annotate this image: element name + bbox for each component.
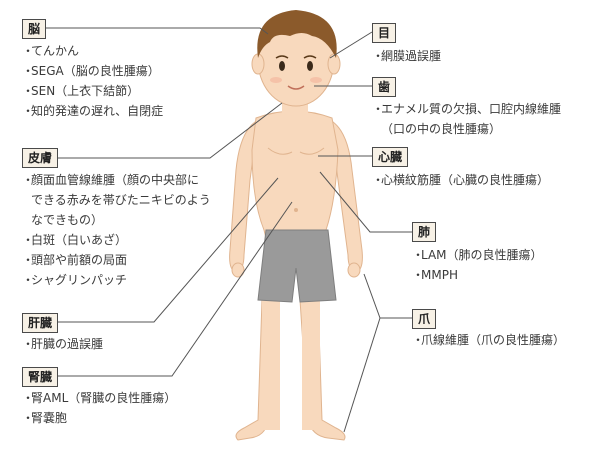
- list-item: ・腎嚢胞: [22, 411, 68, 425]
- eye-label: 目: [372, 23, 397, 43]
- kidney-label: 腎臓: [22, 367, 59, 387]
- torso: [251, 110, 339, 239]
- liver-label: 肝臓: [22, 313, 59, 333]
- list-item: ・LAM（肺の良性腫瘍）: [412, 248, 543, 262]
- brain-label: 脳: [22, 19, 47, 39]
- list-item-continuation: （口の中の良性腫瘍）: [381, 122, 502, 136]
- kidney-list: ・腎AML（腎臓の良性腫瘍） ・腎嚢胞: [22, 388, 176, 428]
- list-item: ・爪線維腫（爪の良性腫瘍）: [412, 333, 566, 347]
- list-item: ・顔面血管線維腫（顔の中央部に: [22, 173, 200, 187]
- liver-list: ・肝臓の過誤腫: [22, 334, 103, 354]
- list-item: ・網膜過誤腫: [372, 49, 442, 63]
- line-brain: [46, 27, 269, 35]
- line-skin: [58, 102, 283, 159]
- shorts: [257, 229, 337, 303]
- lung-list: ・LAM（肺の良性腫瘍） ・MMPH: [412, 245, 543, 285]
- left-arm: [229, 119, 259, 273]
- hair: [257, 10, 337, 58]
- line-eye: [329, 31, 373, 59]
- connector-lines: [46, 27, 412, 433]
- list-item: ・てんかん: [22, 44, 80, 58]
- nail-list: ・爪線維腫（爪の良性腫瘍）: [412, 330, 565, 350]
- teeth-label: 歯: [372, 77, 397, 97]
- heart-label: 心臓: [372, 147, 409, 167]
- teeth-list: ・エナメル質の欠損、口腔内線維腫 （口の中の良性腫瘍）: [372, 99, 561, 139]
- list-item-continuation: なできもの）: [31, 213, 104, 227]
- list-item: ・白斑（白いあざ）: [22, 233, 128, 247]
- list-item: ・腎AML（腎臓の良性腫瘍）: [22, 391, 177, 405]
- list-item: ・シャグリンパッチ: [22, 273, 128, 287]
- skin-label: 皮膚: [22, 148, 59, 168]
- line-liver: [58, 177, 279, 323]
- list-item: ・SEGA（脳の良性腫瘍）: [22, 64, 160, 78]
- list-item: ・エナメル質の欠損、口腔内線維腫: [372, 102, 562, 116]
- list-item: ・頭部や前額の局面: [22, 253, 128, 267]
- list-item: ・SEN（上衣下結節）: [22, 84, 140, 98]
- list-item: ・心横紋筋腫（心臓の良性腫瘍）: [372, 173, 550, 187]
- line-lung: [319, 171, 412, 233]
- line-kidney: [58, 201, 293, 377]
- lung-label: 肺: [412, 222, 437, 242]
- brain-list: ・てんかん ・SEGA（脳の良性腫瘍） ・SEN（上衣下結節） ・知的発達の遅れ…: [22, 41, 163, 121]
- list-item-continuation: できる赤みを帯びたニキビのよう: [31, 193, 211, 207]
- skin-list: ・顔面血管線維腫（顔の中央部に できる赤みを帯びたニキビのよう なできもの） ・…: [22, 170, 211, 290]
- nail-label: 爪: [412, 309, 437, 329]
- line-nail-foot: [343, 317, 381, 433]
- list-item: ・肝臓の過誤腫: [22, 337, 104, 351]
- list-item: ・MMPH: [412, 268, 458, 282]
- heart-list: ・心横紋筋腫（心臓の良性腫瘍）: [372, 170, 549, 190]
- eye-list: ・網膜過誤腫: [372, 46, 441, 66]
- list-item: ・知的発達の遅れ、自閉症: [22, 104, 164, 118]
- line-nail: [363, 273, 412, 319]
